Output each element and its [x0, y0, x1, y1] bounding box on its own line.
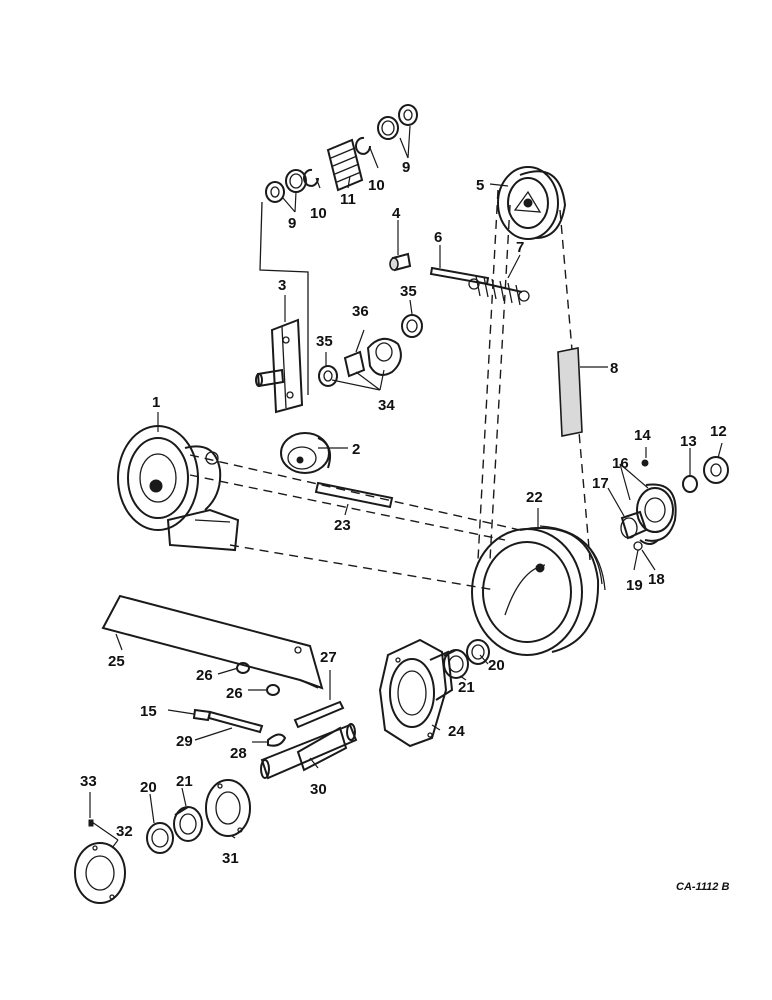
assembly-lines: [189, 189, 591, 591]
callout-27: 27: [320, 649, 337, 666]
part-22-large-pulley: [471, 525, 606, 656]
callout-21-left: 21: [176, 773, 193, 790]
part-8-belt-section: [557, 347, 583, 437]
callout-29: 29: [176, 733, 193, 750]
callout-32: 32: [116, 823, 133, 840]
callout-18: 18: [648, 571, 665, 588]
callout-9-right: 9: [402, 159, 410, 176]
callout-30: 30: [310, 781, 327, 798]
part-20-21-31-32-33-lower-bearings: [74, 779, 251, 904]
part-20-21-right-bearings: [443, 639, 490, 679]
callout-7: 7: [516, 239, 524, 256]
callout-11: 11: [340, 191, 356, 208]
callout-10-left: 10: [310, 205, 327, 222]
callout-28: 28: [230, 745, 247, 762]
callout-34: 34: [378, 397, 395, 414]
callout-20-right: 20: [488, 657, 505, 674]
callout-16: 16: [612, 455, 629, 472]
part-24-bearing-housing: [378, 638, 454, 748]
part-1-drive-pulley-assembly: [117, 425, 240, 552]
part-4-6-7-tension-assembly: [389, 252, 530, 306]
callout-35-left: 35: [316, 333, 333, 350]
callout-14: 14: [634, 427, 651, 444]
callout-6: 6: [434, 229, 442, 246]
callout-13: 13: [680, 433, 697, 450]
callout-3: 3: [278, 277, 286, 294]
callout-19: 19: [626, 577, 643, 594]
part-23-shaft: [314, 481, 394, 509]
callout-23: 23: [334, 517, 351, 534]
callout-17: 17: [592, 475, 609, 492]
callout-24: 24: [448, 723, 465, 740]
part-30-main-shaft: [260, 723, 358, 780]
callout-9-left: 9: [288, 215, 296, 232]
callout-12: 12: [710, 423, 727, 440]
callout-33: 33: [80, 773, 97, 790]
callout-15: 15: [140, 703, 157, 720]
callout-10-right: 10: [368, 177, 385, 194]
part-12-19-hub-parts: [620, 456, 729, 551]
callout-25: 25: [108, 653, 125, 670]
drawing-code: CA-1112 B: [676, 881, 729, 893]
callout-35-right: 35: [400, 283, 417, 300]
callout-31: 31: [222, 850, 239, 867]
callout-26-lower: 26: [226, 685, 243, 702]
callout-8: 8: [610, 360, 618, 377]
part-5-upper-pulley: [497, 166, 567, 240]
callout-1: 1: [152, 394, 160, 411]
callout-labels: 1 2 3 4 5 6 7 8 9 9 10 10 11 12 13 14 15…: [80, 159, 729, 893]
callout-4: 4: [392, 205, 401, 222]
callout-21-right: 21: [458, 679, 475, 696]
callout-36: 36: [352, 303, 369, 320]
callout-5: 5: [476, 177, 484, 194]
part-9-10-11-bearing-stack: [265, 104, 418, 203]
callout-22: 22: [526, 489, 543, 506]
part-34-idler-pulley-set: [318, 314, 423, 387]
callout-20-left: 20: [140, 779, 157, 796]
part-25-guard: [101, 594, 324, 690]
part-15-27-28-29-linkage: [192, 700, 345, 747]
leader-lines: [89, 125, 723, 849]
callout-26-upper: 26: [196, 667, 213, 684]
part-3-idler-arm: [255, 318, 304, 414]
part-2-small-pulley: [280, 432, 331, 474]
callout-2: 2: [352, 441, 360, 458]
